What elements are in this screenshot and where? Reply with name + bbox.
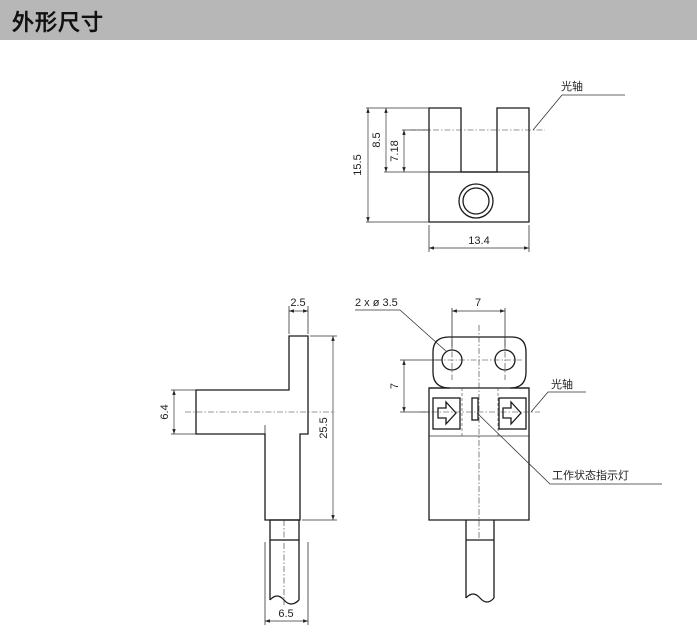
front-optical-axis-leader (530, 391, 586, 413)
receiver-window (498, 397, 527, 430)
top-view-lens-outer (458, 183, 494, 219)
dim-hole-to-axis-text: 7 (389, 383, 401, 389)
front-optical-axis-label: 光轴 (551, 377, 573, 391)
emitter-window (432, 397, 461, 430)
side-view-cable-strain-relief (269, 519, 300, 541)
dim-top-width-text: 2.5 (290, 297, 305, 309)
dim-cable-width-text: 6.5 (278, 608, 293, 620)
dim-hole-spacing-text: 7 (475, 297, 481, 309)
indicator-led (471, 397, 479, 421)
front-view: 2 x ø 3.5 7 7 光轴 工作状态指示灯 (355, 297, 662, 603)
side-view-body-outline (195, 335, 309, 521)
section-title: 外形尺寸 (12, 11, 105, 36)
top-view: 光轴 15.5 8.5 7.18 13.4 (352, 79, 625, 252)
dim-arm-height-text: 6.4 (159, 404, 171, 419)
top-view-lens-inner (462, 187, 490, 215)
optical-axis-leader (532, 94, 625, 131)
front-view-outline (428, 336, 530, 521)
dim-axis-height-text: 7.18 (389, 140, 401, 161)
front-cable-break-line (465, 593, 495, 603)
dim-slot-depth-text: 8.5 (371, 132, 383, 147)
indicator-label: 工作状态指示灯 (552, 468, 629, 482)
top-view-outline (428, 107, 530, 223)
section-header: 外形尺寸 (0, 0, 697, 40)
dim-total-height-text: 25.5 (318, 417, 330, 438)
dim-height-total-text: 15.5 (352, 154, 364, 175)
side-view: 2.5 6.4 25.5 6.5 (159, 297, 337, 625)
dim-width-text: 13.4 (468, 235, 489, 247)
dim-holes-text: 2 x ø 3.5 (355, 297, 398, 309)
right-arrow-icon (437, 400, 457, 426)
right-arrow-icon (502, 400, 522, 426)
holes-leader (355, 309, 448, 353)
optical-axis-label: 光轴 (561, 79, 583, 93)
cable-break-line (269, 595, 300, 605)
indicator-leader (476, 412, 662, 485)
